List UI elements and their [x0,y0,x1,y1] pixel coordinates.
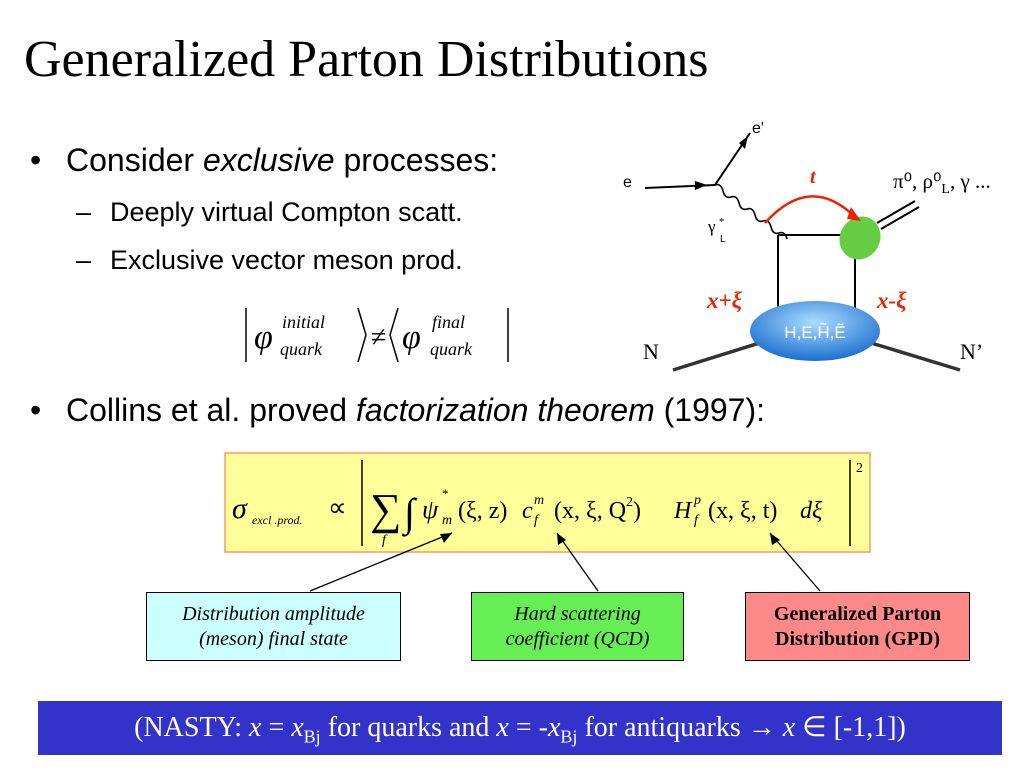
gpd-diagram: e' e γ * L t π⁰, ρ⁰L, γ ... x+ξ x-ξ H,E,… [623,120,991,372]
subscript-quark: quark [430,339,473,359]
label-line: Distribution (GPD) [775,627,940,650]
label-distribution-amplitude: Distribution amplitude (meson) final sta… [146,592,401,661]
c-superscript: m [534,493,544,508]
formula-box [224,452,871,553]
H-subscript: f [694,513,700,528]
bullet-text: processes: [334,142,499,178]
bullet-collins: • Collins et al. proved factorization the… [30,390,765,430]
factorization-formula: σ excl .prod. ∝ ∑ f ∫ ψ * m (ξ, z) c m f… [224,452,871,553]
label-hard-scattering: Hard scattering coefficient (QCD) [471,592,684,661]
label-mesons: π⁰, ρ⁰L, γ ... [893,169,991,197]
label-line: (meson) final state [199,627,348,650]
label-t: t [810,166,817,188]
H-superscript: p [693,493,701,508]
label-e-prime: e' [752,120,764,137]
pointer-line [309,532,453,592]
label-line: Hard scattering [514,602,641,625]
arrow-icon [695,181,707,190]
bullet-text: Consider [66,142,203,178]
label-gamma: γ [707,217,716,236]
label-x-plus-xi: x+ξ [706,288,743,313]
label-N-prime: N’ [960,339,983,364]
label-line: coefficient (QCD) [505,627,650,650]
propto-symbol: ∝ [328,493,347,522]
integral-symbol: ∫ [401,490,418,537]
bullet-exclusive: • Consider exclusive processes: [30,140,498,180]
subbullet-vector-meson: –Exclusive vector meson prod. [76,243,463,277]
bullet-dot: • [30,392,42,428]
not-equal-symbol: ≠ [371,322,386,353]
psi-superscript: * [442,486,449,501]
meson-blob [839,216,881,260]
subbullet-text: Exclusive vector meson prod. [110,245,463,275]
inequality-formula: φ initial quark ≠ φ final quark [245,307,509,363]
bullet-emphasis: exclusive [202,142,335,178]
superscript-initial: initial [282,312,325,332]
label-N: N [643,339,659,364]
bullet-emphasis: factorization theorem [355,392,655,428]
H-arguments: (x, ξ, t) [708,498,777,524]
photon-line [714,183,788,240]
sum-symbol: ∑ [370,485,401,534]
arrow-icon [557,533,566,545]
gpd-blob [750,301,880,361]
bullet-text: Collins et al. proved [66,392,356,428]
power-two: 2 [856,461,863,476]
sum-subscript: f [382,533,388,548]
arrow-icon [847,207,861,221]
bullet-text: (1997): [654,392,766,428]
psi-subscript: m [442,513,452,528]
pointer-line [556,532,599,592]
c-subscript: f [534,513,540,528]
psi-symbol: ψ [422,495,439,524]
arrow-icon [770,533,780,545]
subbullet-dvcs: –Deeply virtual Compton scatt. [76,195,463,229]
label-gamma-sup: * [719,216,725,228]
phi-symbol: φ [254,319,273,356]
label-gamma-sub: L [720,234,726,245]
pointer-line [769,532,821,592]
arrow-icon [739,136,748,149]
c-symbol: c [522,498,533,524]
label-line: Distribution amplitude [182,602,365,625]
t-arrow [764,195,856,224]
label-x-minus-xi: x-ξ [876,288,907,313]
sigma-subscript: excl .prod. [252,513,303,527]
superscript-final: final [432,312,465,332]
subscript-quark: quark [280,339,323,359]
arrow-icon [440,533,452,543]
sigma-symbol: σ [232,492,248,525]
dash: – [76,197,92,227]
subbullet-text: Deeply virtual Compton scatt. [110,197,463,227]
page-title: Generalized Parton Distributions [24,31,709,88]
psi-arguments: (ξ, z) [458,498,507,524]
bullet-dot: • [30,142,42,178]
meson-line [880,206,920,230]
H-symbol: H [673,498,693,524]
nasty-banner: (NASTY: x = xBj for quarks and x = -xBj … [38,701,1002,755]
label-e: e [623,174,632,191]
c-arguments: (x, ξ, Q2) [554,495,641,524]
label-gpd: Generalized Parton Distribution (GPD) [745,592,970,661]
label-line: Generalized Parton [773,602,942,625]
dash: – [76,245,92,275]
label-blob: H,E,H̃,Ẽ [784,322,845,342]
meson-line [876,200,916,224]
d-xi: dξ [800,498,823,524]
phi-symbol: φ [402,319,421,356]
